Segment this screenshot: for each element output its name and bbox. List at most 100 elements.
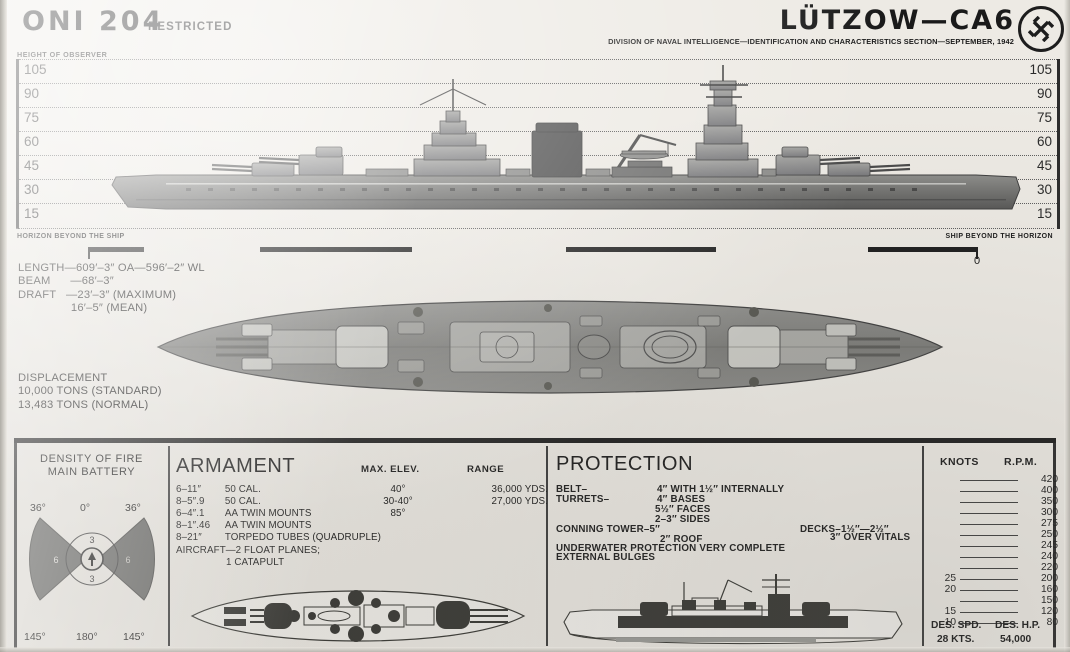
armament-title: ARMAMENT bbox=[176, 455, 296, 477]
speed-row: 15 120 bbox=[930, 606, 1058, 617]
armament-qty: 8–1″.46 bbox=[176, 520, 211, 531]
density-value-aft: 3 bbox=[89, 574, 94, 584]
density-angle-bottom-center: 180° bbox=[76, 631, 98, 643]
density-angle-bottom-port: 145° bbox=[24, 631, 46, 643]
speed-rpm: 220 bbox=[1041, 562, 1058, 573]
armament-qty: 8–21″ bbox=[176, 532, 202, 543]
speed-rpm: 300 bbox=[1041, 507, 1058, 518]
displacement-normal: 13,483 TONS (NORMAL) bbox=[18, 398, 149, 411]
panel-divider-2 bbox=[546, 446, 548, 646]
speed-rpm: 245 bbox=[1041, 540, 1058, 551]
speed-row: 250 bbox=[930, 529, 1058, 540]
speed-row: 220 bbox=[930, 562, 1058, 573]
speed-row: 350 bbox=[930, 496, 1058, 507]
swastika-roundel-icon bbox=[1018, 6, 1064, 52]
armament-row: 6–11″ 50 CAL. 40° 36,000 YDS. bbox=[176, 484, 548, 495]
design-hp-value: 54,000 bbox=[1000, 634, 1032, 645]
armament-row: 8–1″.46 AA TWIN MOUNTS bbox=[176, 520, 312, 531]
catapult-line: 1 CATAPULT bbox=[226, 557, 285, 568]
issuing-authority-line: DIVISION OF NAVAL INTELLIGENCE—IDENTIFIC… bbox=[608, 37, 1014, 46]
page-edge-right bbox=[1064, 0, 1070, 652]
density-title-line1: DENSITY OF FIRE bbox=[40, 453, 143, 465]
armament-desc: TORPEDO TUBES (QUADRUPLE) bbox=[224, 532, 382, 543]
design-speed-value: 28 KTS. bbox=[937, 634, 975, 645]
length-line: LENGTH—609′–3″ OA—596′–2″ WL bbox=[18, 262, 205, 274]
speed-row: 25 200 bbox=[930, 573, 1058, 584]
ship-profile-silhouette bbox=[111, 65, 1021, 210]
protection-title: PROTECTION bbox=[556, 453, 694, 475]
speed-knots: 15 bbox=[944, 606, 956, 617]
conning-tower-value: CONNING TOWER–5″ bbox=[556, 524, 661, 535]
armament-desc: AA TWIN MOUNTS bbox=[224, 508, 312, 519]
armament-elev: 40° bbox=[390, 484, 406, 495]
rpm-column-header: R.P.M. bbox=[1004, 456, 1038, 468]
armament-desc: 50 CAL. bbox=[224, 496, 261, 507]
armament-elev: 85° bbox=[390, 508, 406, 519]
armament-desc: AA TWIN MOUNTS bbox=[224, 520, 312, 531]
design-speed-label: DES. SPD. bbox=[931, 620, 982, 631]
density-value-port: 6 bbox=[53, 555, 58, 565]
range-scale-bar bbox=[88, 247, 978, 259]
speed-rpm: 400 bbox=[1041, 485, 1058, 496]
speed-row: 240 bbox=[930, 551, 1058, 562]
speed-knots: 20 bbox=[944, 584, 956, 595]
displacement-title: DISPLACEMENT bbox=[18, 372, 108, 384]
armament-elev: 30-40° bbox=[383, 496, 413, 507]
armament-qty: 6–4″.1 bbox=[176, 508, 205, 519]
speed-rpm: 275 bbox=[1041, 518, 1058, 529]
speed-rpm: 350 bbox=[1041, 496, 1058, 507]
classification-label: RESTRICTED bbox=[148, 21, 233, 33]
speed-row: 20 160 bbox=[930, 584, 1058, 595]
height-of-observer-label: HEIGHT OF OBSERVER bbox=[17, 50, 108, 59]
armament-col-range: RANGE bbox=[467, 464, 505, 475]
armament-row: 8–5″.9 50 CAL. 30-40° 27,000 YDS. bbox=[176, 496, 548, 507]
displacement-block: DISPLACEMENT 10,000 TONS (STANDARD) 13,4… bbox=[18, 372, 162, 412]
speed-rpm: 120 bbox=[1041, 606, 1058, 617]
speed-knots: 25 bbox=[944, 573, 956, 584]
speed-rpm: 150 bbox=[1041, 595, 1058, 606]
ship-title: LÜTZOW—CA6 bbox=[779, 5, 1015, 36]
horizon-left-label: HORIZON BEYOND THE SHIP bbox=[17, 233, 125, 240]
protection-profile-diagram bbox=[563, 574, 903, 645]
aircraft-line: AIRCRAFT—2 FLOAT PLANES; bbox=[176, 545, 321, 556]
turret-sides: 2–3″ SIDES bbox=[655, 514, 711, 525]
speed-rpm: 420 bbox=[1041, 474, 1058, 485]
armament-qty: 6–11″ bbox=[176, 484, 202, 495]
speed-row: 275 bbox=[930, 518, 1058, 529]
panel-separator-rule bbox=[14, 438, 1056, 443]
armament-plan-diagram bbox=[190, 590, 526, 642]
speed-row: 150 bbox=[930, 595, 1058, 606]
density-of-fire-diagram: 3 3 6 6 bbox=[29, 517, 155, 601]
armament-col-max-elev: MAX. ELEV. bbox=[361, 464, 420, 475]
turrets-label: TURRETS– bbox=[556, 494, 610, 505]
density-value-starboard: 6 bbox=[125, 555, 130, 565]
armament-qty: 8–5″.9 bbox=[176, 496, 205, 507]
armament-range: 27,000 YDS. bbox=[491, 496, 548, 507]
speed-row: 300 bbox=[930, 507, 1058, 518]
speed-rpm: 200 bbox=[1041, 573, 1058, 584]
speed-row: 400 bbox=[930, 485, 1058, 496]
density-of-fire-title: DENSITY OF FIRE MAIN BATTERY bbox=[14, 453, 169, 479]
panel-divider-3 bbox=[922, 446, 924, 646]
design-hp-label: DES. H.P. bbox=[995, 620, 1041, 631]
range-zero-label: 0 bbox=[974, 255, 981, 267]
ship-plan-view bbox=[156, 300, 944, 394]
armament-range: 36,000 YDS. bbox=[491, 484, 548, 495]
knots-column-header: KNOTS bbox=[940, 456, 979, 468]
speed-row: 245 bbox=[930, 540, 1058, 551]
speed-row: 420 bbox=[930, 474, 1058, 485]
speed-rpm: 240 bbox=[1041, 551, 1058, 562]
page-edge-left bbox=[0, 0, 7, 652]
speed-rpm: 160 bbox=[1041, 584, 1058, 595]
external-bulges: EXTERNAL BULGES bbox=[556, 552, 656, 563]
density-angle-bottom-starboard: 145° bbox=[123, 631, 145, 643]
armament-row: 6–4″.1 AA TWIN MOUNTS 85° bbox=[176, 508, 405, 519]
displacement-standard: 10,000 TONS (STANDARD) bbox=[18, 385, 162, 398]
speed-rpm: 250 bbox=[1041, 529, 1058, 540]
density-title-line2: MAIN BATTERY bbox=[47, 466, 136, 478]
horizon-right-label: SHIP BEYOND THE HORIZON bbox=[945, 233, 1053, 240]
document-code: ONI 204 bbox=[22, 6, 165, 37]
density-value-fore: 3 bbox=[89, 535, 94, 545]
page-edge-bottom bbox=[0, 647, 1070, 652]
